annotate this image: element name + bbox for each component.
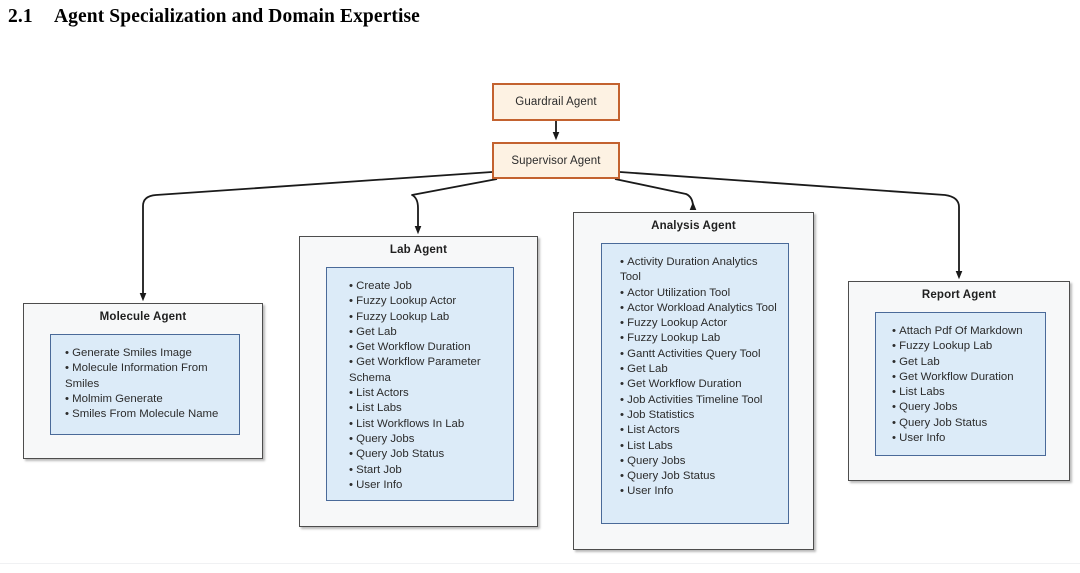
node-supervisor-agent-label: Supervisor Agent [511,154,601,167]
tool-list-item: Fuzzy Lookup Actor [349,294,505,309]
tool-list-item: Gantt Activities Query Tool [620,347,780,362]
lab-agent-tool-box: Create JobFuzzy Lookup ActorFuzzy Lookup… [326,267,514,501]
edge-supervisor-analysis [614,178,697,211]
tool-list-item: List Labs [349,401,505,416]
tool-list-item: Get Lab [349,325,505,340]
tool-list-item: Activity Duration Analytics Tool [620,255,780,286]
tool-list-item: Get Lab [620,362,780,377]
analysis-agent-tool-box: Activity Duration Analytics ToolActor Ut… [601,243,789,524]
tool-list-item: List Labs [620,439,780,454]
tool-list-item: Fuzzy Lookup Lab [349,310,505,325]
tool-list-item: Fuzzy Lookup Lab [620,331,780,346]
group-analysis-agent[interactable]: Analysis Agent Activity Duration Analyti… [573,212,814,550]
tool-list-item: Job Activities Timeline Tool [620,393,780,408]
tool-list-item: Get Workflow Duration [620,377,780,392]
analysis-agent-tool-list: Activity Duration Analytics ToolActor Ut… [602,244,788,500]
tool-list-item: Job Statistics [620,408,780,423]
node-guardrail-agent-label: Guardrail Agent [515,96,597,108]
tool-list-item: List Labs [892,385,1039,400]
tool-list-item: Create Job [349,279,505,294]
group-report-agent[interactable]: Report Agent Attach Pdf Of MarkdownFuzzy… [848,281,1070,481]
molecule-agent-tool-box: Generate Smiles ImageMolecule Informatio… [50,334,240,435]
group-analysis-agent-title: Analysis Agent [651,220,736,232]
tool-list-item: Get Workflow Parameter Schema [349,355,505,386]
tool-list-item: Query Jobs [349,432,505,447]
group-molecule-agent[interactable]: Molecule Agent Generate Smiles ImageMole… [23,303,263,459]
tool-list-item: Molmim Generate [65,392,231,407]
tool-list-item: Query Job Status [620,469,780,484]
tool-list-item: Query Jobs [892,400,1039,415]
tool-list-item: Attach Pdf Of Markdown [892,324,1039,339]
node-guardrail-agent[interactable]: Guardrail Agent [492,83,620,121]
edge-supervisor-lab [411,178,498,235]
tool-list-item: User Info [892,431,1039,446]
tool-list-item: List Workflows In Lab [349,417,505,432]
tool-list-item: User Info [349,478,505,493]
tool-list-item: User Info [620,484,780,499]
tool-list-item: Get Workflow Duration [349,340,505,355]
molecule-agent-tool-list: Generate Smiles ImageMolecule Informatio… [51,335,239,422]
tool-list-item: Query Job Status [349,447,505,462]
tool-list-item: Fuzzy Lookup Actor [620,316,780,331]
page-title: 2.1 Agent Specialization and Domain Exper… [8,6,420,28]
report-agent-tool-box: Attach Pdf Of MarkdownFuzzy Lookup LabGe… [875,312,1046,456]
page-bottom-rule [0,563,1080,564]
tool-list-item: Fuzzy Lookup Lab [892,339,1039,354]
tool-list-item: Query Jobs [620,454,780,469]
tool-list-item: List Actors [349,386,505,401]
tool-list-item: Start Job [349,463,505,478]
group-molecule-agent-title: Molecule Agent [99,311,187,323]
group-lab-agent[interactable]: Lab Agent Create JobFuzzy Lookup ActorFu… [299,236,538,527]
tool-list-item: Actor Utilization Tool [620,286,780,301]
tool-list-item: Actor Workload Analytics Tool [620,301,780,316]
tool-list-item: Molecule Information From Smiles [65,361,231,392]
tool-list-item: List Actors [620,423,780,438]
tool-list-item: Get Lab [892,355,1039,370]
report-agent-tool-list: Attach Pdf Of MarkdownFuzzy Lookup LabGe… [876,313,1045,446]
tool-list-item: Get Workflow Duration [892,370,1039,385]
section-number: 2.1 [8,6,33,27]
group-lab-agent-title: Lab Agent [389,244,448,256]
lab-agent-tool-list: Create JobFuzzy Lookup ActorFuzzy Lookup… [327,268,513,493]
section-title-text: Agent Specialization and Domain Expertis… [54,6,420,27]
tool-list-item: Smiles From Molecule Name [65,407,231,422]
tool-list-item: Query Job Status [892,416,1039,431]
group-report-agent-title: Report Agent [921,289,997,301]
tool-list-item: Generate Smiles Image [65,346,231,361]
node-supervisor-agent[interactable]: Supervisor Agent [492,142,620,179]
